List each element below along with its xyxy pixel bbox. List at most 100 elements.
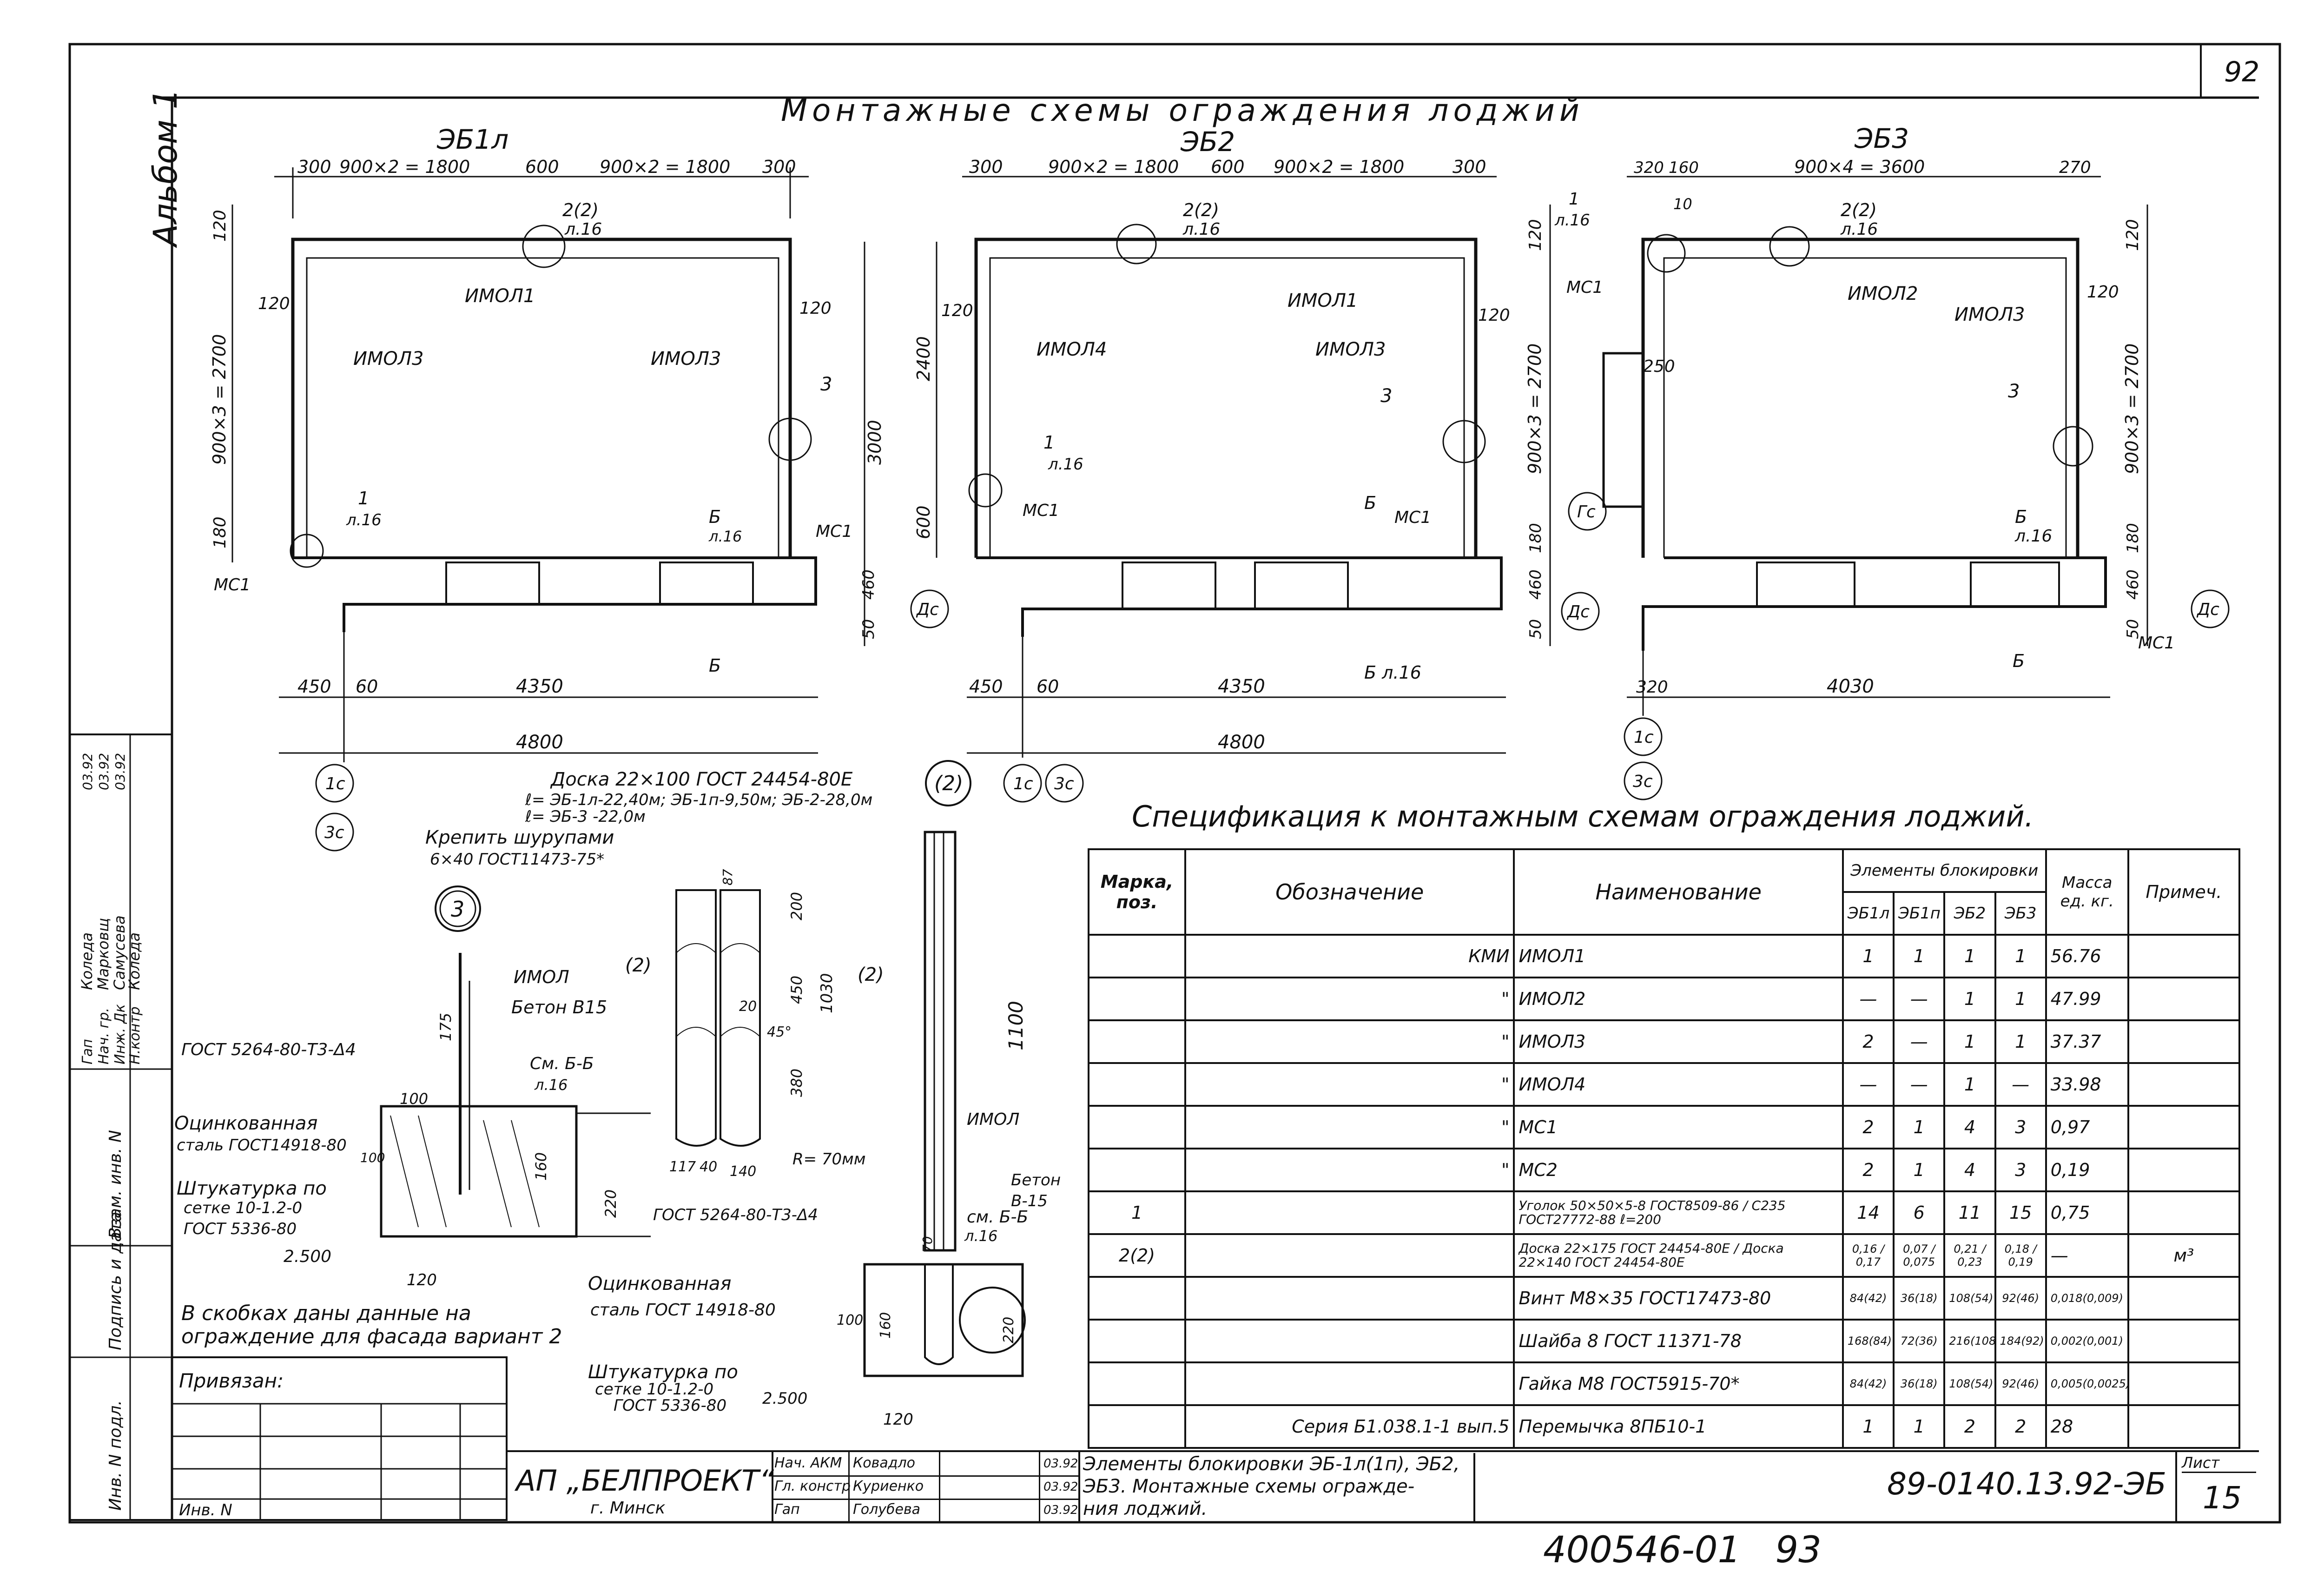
cell-mark: 1 [1087,1190,1187,1235]
label: Оцинкованная [588,1273,731,1295]
dim-right-3: 180 [1526,523,1545,553]
label: 117 [669,1159,696,1175]
strip-role: Гап [79,1039,96,1064]
label: 2.500 [762,1389,807,1408]
name: Ковадло [853,1455,915,1471]
label: ИМОЛ4 [1037,339,1107,360]
cell-mass: 0,018(0,009) [2045,1276,2129,1321]
cell-e2: 1 [1943,977,1996,1021]
axis-marker: Дс [2196,600,2219,619]
cell-e1l: — [1842,977,1895,1021]
spec-row: "ИМОЛ4——1—33.98 [1087,1062,2241,1107]
label: 2.500 [284,1247,331,1266]
cell-mark [1087,1404,1187,1449]
cell-note [2127,1276,2241,1321]
dim-top-3: 600 [525,157,559,177]
label: сталь ГОСТ 14918-80 [590,1301,776,1320]
binding-box: Привязан: Инв. N [171,1356,508,1521]
cell-note [2127,1105,2241,1149]
cell-e2: 108(54) [1943,1361,1996,1406]
cell-e1p: 1 [1893,1148,1946,1192]
cell-note [2127,1361,2241,1406]
cell-mass: 33.98 [2045,1062,2129,1107]
label: л.16 [964,1227,997,1245]
label: 120 [258,294,290,313]
cell-mass: 47.99 [2045,977,2129,1021]
label: 380 [788,1069,805,1097]
cell-note [2127,1062,2241,1107]
strip-role: Инж. Дк [112,1004,128,1064]
cell-designation: " [1184,1062,1515,1107]
dim-left-1: 250 [1643,357,1675,376]
dim-left-1: 120 [211,210,230,242]
dim-bottom-2: 60 [356,676,378,697]
label: R= 70мм [792,1150,865,1169]
label: 2(2) [1841,200,1877,220]
cell-mass: 0,005(0,0025) [2045,1361,2129,1406]
header-mark: Марка, поз. [1087,848,1187,936]
label: л.16 [1182,220,1220,239]
label: л.16 [564,220,602,239]
dim-top-3: 600 [1211,157,1245,177]
dim-bottom-1: 450 [969,676,1003,697]
cell-name: ИМОЛ3 [1513,1019,1844,1064]
cell-note [2127,1148,2241,1192]
label: ИМОЛ2 [1848,283,1918,304]
cell-note [2127,977,2241,1021]
cell-e1p: 1 [1893,934,1946,978]
label: Штукатурка по [177,1178,327,1199]
sheet-cell: Лист 15 [2175,1452,2261,1522]
label: л.16 [1840,220,1878,239]
label: 20 [739,998,757,1015]
dim-right-1: 3000 [865,420,885,465]
label: МС1 [816,522,852,541]
label: Б [1364,493,1376,513]
cell-mass: 56.76 [2045,934,2129,978]
label: ℓ= ЭБ-3 -22,0м [525,807,646,826]
dim-bottom-2: 60 [1037,676,1059,697]
cell-designation: КМИ [1184,934,1515,978]
left-revision-strip: Инв. N подл. Подпись и дата Взам. инв. N… [69,733,173,1521]
cell-e1l: 1 [1842,934,1895,978]
label: МС1 [1394,508,1431,527]
cell-e2: 1 [1943,1062,1996,1107]
cell-e1p: 6 [1893,1190,1946,1235]
album-label: Альбом 1 [146,89,185,248]
detail-marker: (2) [934,772,963,795]
cell-designation: " [1184,1148,1515,1192]
loggia-wall-outline [291,238,792,558]
cell-e3: 92(46) [1994,1276,2047,1321]
label: МС1 [1566,278,1603,297]
axis-marker: Дс [1566,602,1590,621]
cell-designation [1184,1233,1515,1278]
label: Б [2013,651,2025,671]
label: 40 [700,1159,717,1175]
label: 3 [820,374,832,395]
page-number-top: 92 [2224,56,2259,88]
cell-e3: 3 [1994,1148,2047,1192]
dim-left-3: 180 [211,516,230,548]
label: Бетон [1011,1171,1061,1189]
cell-mark [1087,1276,1187,1321]
cell-designation [1184,1276,1515,1321]
label: 6×40 ГОСТ11473-75* [430,850,604,869]
strip-role: Нач. гр. [96,1008,112,1064]
cell-note [2127,1019,2241,1064]
header-e1l: ЭБ1л [1842,891,1895,936]
cell-e2: 0,21 / 0,23 [1943,1233,1996,1278]
cell-e3: 1 [1994,1019,2047,1064]
label: 120 [883,1410,913,1429]
label: 100 [360,1150,385,1165]
cell-designation [1184,1361,1515,1406]
dim-top-5: 300 [762,157,796,177]
label: Доска 22×100 ГОСТ 24454-80Е [550,769,853,790]
main-title: Монтажные схемы ограждения лоджий [781,92,1584,128]
label: 70 [920,1236,935,1253]
